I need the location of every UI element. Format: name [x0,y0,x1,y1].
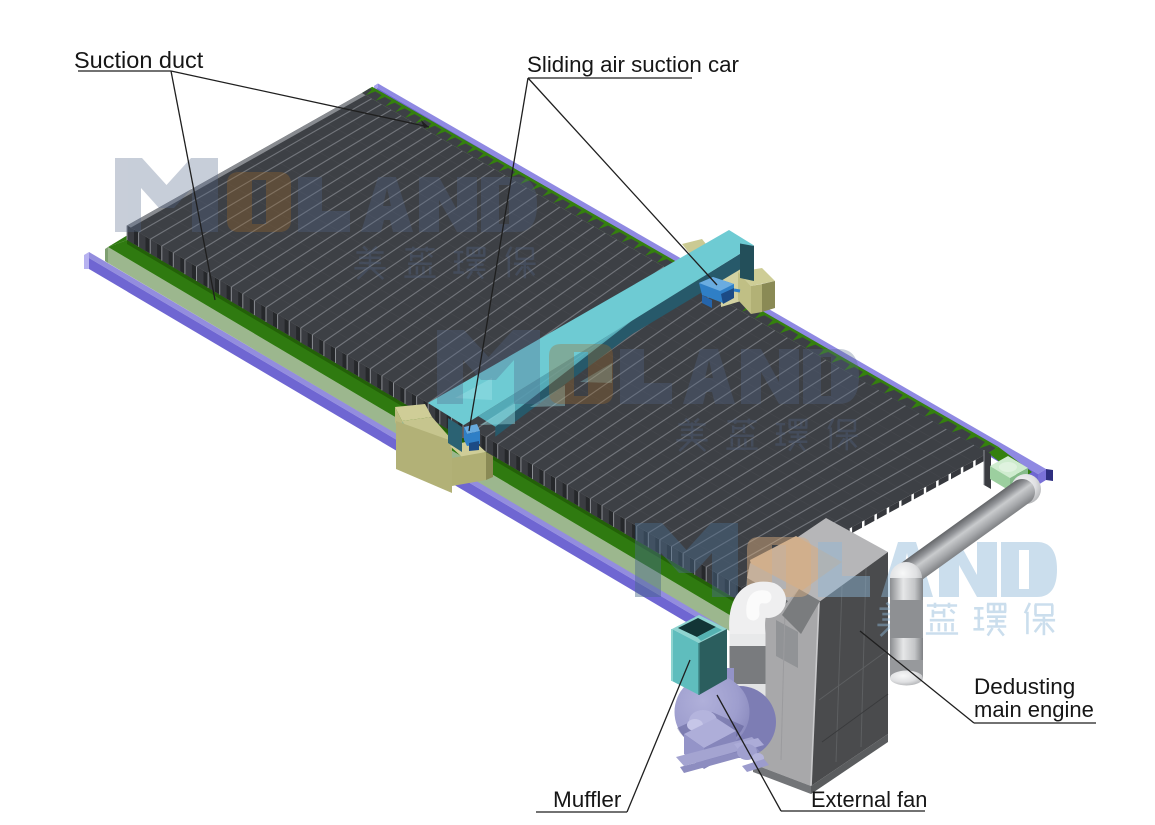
svg-text:Dedusting: Dedusting [974,674,1075,699]
svg-text:Suction duct: Suction duct [74,47,204,73]
svg-text:Sliding air suction car: Sliding air suction car [527,52,739,77]
svg-text:External fan: External fan [811,787,927,812]
svg-text:main engine: main engine [974,697,1094,722]
svg-text:Muffler: Muffler [553,787,622,812]
